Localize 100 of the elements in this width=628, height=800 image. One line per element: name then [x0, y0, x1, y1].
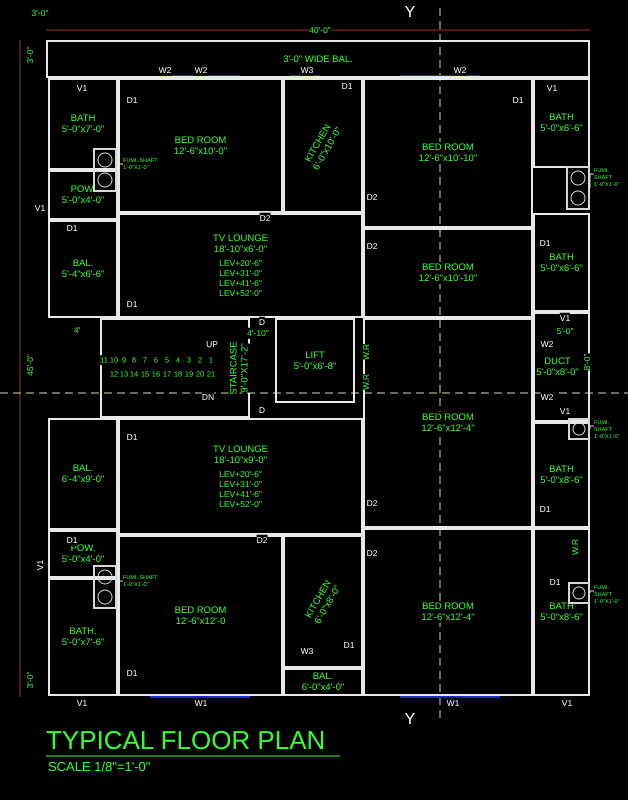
shaft-box: [566, 166, 590, 210]
shaft-box: [93, 565, 117, 609]
room-name: BAL.: [312, 671, 334, 682]
room-size: 5'-4"x6'-6": [62, 269, 104, 280]
room-outline: [363, 78, 533, 228]
room-name: BED ROOM: [422, 262, 474, 273]
room-name: BED ROOM: [422, 601, 474, 612]
room-size: 18'-10"x9'-0": [214, 455, 268, 466]
opening-tag: D1: [512, 94, 524, 106]
room-outline: [118, 213, 363, 318]
room-name: TV LOUNGE: [213, 444, 268, 455]
room-size: 9'-0"X17'-2": [239, 343, 250, 393]
dimension-text: 3'-0": [24, 672, 36, 688]
room-name: BATH: [70, 113, 96, 124]
room-name: BED ROOM: [422, 412, 474, 423]
dimension-text: 8'-0": [582, 354, 592, 370]
room-name: DUCT: [544, 356, 571, 367]
room-size: 12'-6"x10'-0": [174, 146, 228, 156]
room-outline: [48, 170, 118, 220]
room-outline: [363, 528, 533, 696]
opening-tag: W3: [300, 64, 314, 76]
room-outline: [283, 668, 363, 696]
level-label: LEV+31'-0": [219, 479, 262, 489]
dimension-text: 5'-0": [556, 326, 574, 336]
leader-line: [590, 174, 594, 188]
dimension-text: W.R: [360, 344, 372, 360]
room-outline: [118, 535, 283, 696]
level-label: LEV+20'-6": [219, 469, 262, 479]
opening-tag: V1: [562, 698, 572, 708]
opening-tag: D1: [342, 80, 352, 92]
room-name: BATH: [549, 112, 574, 123]
room-size: 5'-0"x6'-6": [540, 123, 583, 134]
room-size: 6'-0"x4'-0": [302, 682, 344, 693]
room-size: 5'-0"x4'-0": [62, 195, 104, 206]
opening-tag: D1: [540, 238, 550, 248]
dimension-text: 40'-0": [309, 24, 331, 36]
room-size: 12'-6"x10'-10": [418, 273, 478, 284]
opening-tag: D: [258, 404, 266, 416]
dimension-text: 3'-0": [32, 8, 48, 18]
opening-tag: D2: [366, 192, 378, 202]
opening-tag: V1: [34, 560, 46, 570]
opening-tag: D1: [126, 432, 138, 442]
room-size: 5'-0"x8'-6": [540, 475, 583, 486]
opening-tag: DN: [202, 392, 214, 402]
opening-tag: W2: [540, 392, 554, 402]
room-size: 6'-4"x9'-0": [62, 474, 104, 485]
dimension-text: W.R: [570, 538, 580, 556]
opening-tag: D1: [126, 668, 138, 678]
opening-tag: D1: [550, 576, 560, 588]
room-name: LIFT: [305, 350, 325, 360]
opening-tag: V1: [76, 82, 88, 94]
opening-tag: D2: [256, 534, 268, 546]
dimension-text: 45'-0": [24, 354, 36, 376]
room-size: 5'-0"x6'-6": [540, 262, 583, 274]
room-outline: [533, 422, 590, 528]
opening-tag: D1: [126, 94, 138, 106]
room-size: 12'-6"x10'-10": [418, 153, 478, 164]
level-label: LEV+41'-6": [219, 278, 262, 288]
room-size: 5'-0"x7'-6": [62, 637, 104, 648]
dimension-text: W.R: [360, 374, 372, 390]
opening-tag: W3: [300, 646, 314, 656]
room-outline: [118, 78, 283, 213]
room-size: 5'-0"x8'-6": [540, 612, 583, 623]
opening-tag: V1: [560, 312, 570, 324]
dimension-text: 3'-0": [24, 46, 36, 64]
room-outline: [48, 578, 118, 696]
opening-tag: D1: [66, 534, 78, 546]
shaft-box: [568, 582, 590, 604]
room-size: 12'-6"x12'-0: [176, 616, 226, 626]
opening-tag: D1: [66, 222, 78, 234]
opening-tag: D2: [366, 548, 378, 558]
opening-tag: D2: [366, 240, 378, 252]
room-name: BATH: [549, 464, 574, 475]
opening-tag: D1: [344, 640, 354, 650]
room-name: POW.: [70, 184, 96, 195]
room-name: BAL.: [72, 463, 94, 474]
shaft-box: [93, 148, 117, 192]
opening-tag: W1: [446, 698, 460, 708]
shaft-box: [568, 418, 590, 440]
room-size: 18'-10"x6'-0": [214, 244, 268, 255]
room-name: BED ROOM: [174, 134, 226, 146]
room-name: TV LOUNGE: [213, 233, 268, 244]
room-outline: [275, 318, 355, 403]
room-outline: [48, 220, 118, 318]
room-size: 5'-0"x8'-0": [536, 367, 579, 378]
level-label: LEV+41'-6": [219, 489, 262, 499]
opening-tag: D: [258, 316, 266, 328]
opening-tag: D1: [126, 298, 138, 310]
room-outline: [46, 40, 590, 78]
room-name: BATH: [549, 252, 574, 262]
room-name: BAL.: [72, 258, 94, 269]
room-name: 3'-0" WIDE BAL.: [283, 54, 353, 64]
dimension-text: 4'-10": [247, 328, 269, 338]
opening-tag: V1: [546, 82, 558, 94]
room-outline: [283, 78, 363, 213]
room-size: 5'-0"x7'-0": [62, 124, 104, 135]
opening-tag: D2: [260, 212, 270, 224]
room-outline: [118, 418, 363, 535]
room-outline: [533, 78, 590, 168]
opening-tag: W2: [454, 64, 466, 76]
